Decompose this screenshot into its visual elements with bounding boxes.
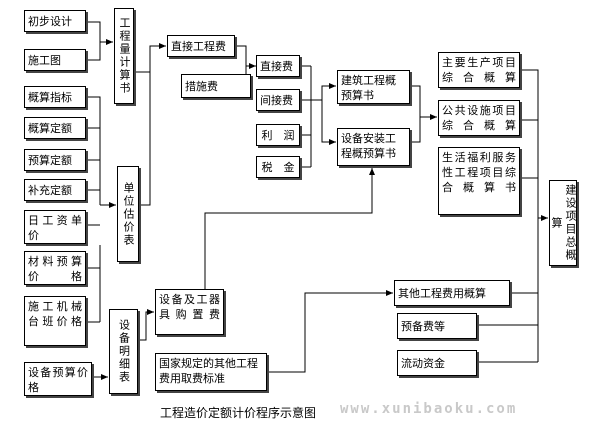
node-direct-cost: 直接费 bbox=[256, 55, 300, 77]
node-label: 税 金 bbox=[261, 160, 295, 174]
node-measures-cost: 措施费 bbox=[181, 74, 251, 98]
node-label: 日工资单价 bbox=[28, 214, 82, 242]
watermark: www.xunibaoku.com bbox=[340, 401, 518, 417]
node-preliminary-design: 初步设计 bbox=[24, 10, 86, 32]
node-label: 设备安装工程概预算书 bbox=[341, 132, 396, 160]
node-tax: 税 金 bbox=[256, 156, 300, 178]
node-equipment-install-budget: 设备安装工程概预算书 bbox=[337, 128, 410, 166]
node-main-production-budget: 主要生产项目综合概算 bbox=[438, 52, 520, 88]
node-label: 预备费等 bbox=[401, 319, 445, 333]
node-public-facility-budget: 公共设施项目综合概算 bbox=[438, 100, 520, 136]
node-label: 概算指标 bbox=[28, 90, 72, 104]
node-profit: 利 润 bbox=[256, 124, 300, 146]
node-label: 概算定额 bbox=[28, 121, 72, 135]
node-label: 措施费 bbox=[185, 79, 218, 93]
node-label: 设备及工器具购置费 bbox=[159, 293, 220, 321]
node-equipment-purchase-cost: 设备及工器具购置费 bbox=[155, 289, 224, 335]
node-label: 预算定额 bbox=[28, 153, 72, 167]
node-label: 利 润 bbox=[261, 128, 295, 142]
node-label: 公共设施项目综合概算 bbox=[442, 104, 516, 132]
node-daily-wage: 日工资单价 bbox=[24, 210, 86, 244]
node-label: 材料预算价格 bbox=[28, 255, 82, 283]
node-budget-indicators: 概算指标 bbox=[24, 86, 86, 108]
node-label: 流动资金 bbox=[401, 356, 445, 370]
node-label: 补充定额 bbox=[28, 183, 72, 197]
node-label: 设备预算价格 bbox=[28, 366, 88, 394]
node-label: 其他工程费用概算 bbox=[398, 286, 486, 300]
node-label: 单位估价表 bbox=[122, 181, 135, 247]
node-label: 施工机械台班价格 bbox=[28, 300, 82, 328]
node-budget-quotas: 概算定额 bbox=[24, 117, 86, 139]
node-label: 主要生产项目综合概算 bbox=[442, 56, 516, 84]
node-other-costs-budget: 其他工程费用概算 bbox=[394, 280, 510, 306]
node-building-works-budget: 建筑工程概预算书 bbox=[337, 70, 410, 104]
node-label: 建设项目总概算 bbox=[550, 184, 577, 262]
node-label: 直接费 bbox=[260, 59, 293, 73]
node-supplementary-quotas: 补充定额 bbox=[24, 179, 86, 201]
node-label: 工程量计算书 bbox=[118, 17, 131, 95]
node-label: 生活福利服务性工程项目综合概算书 bbox=[442, 151, 516, 194]
node-national-fee-standard: 国家规定的其他工程费用取费标准 bbox=[155, 353, 267, 391]
node-label: 设备明细表 bbox=[117, 319, 131, 384]
node-label: 初步设计 bbox=[28, 14, 72, 28]
node-label: 直接工程费 bbox=[171, 39, 226, 53]
node-machine-shift-price: 施工机械台班价格 bbox=[24, 296, 86, 346]
node-material-price: 材料预算价格 bbox=[24, 251, 86, 285]
node-construction-drawing: 施工图 bbox=[24, 49, 86, 71]
node-unit-valuation-table: 单位估价表 bbox=[117, 166, 139, 262]
node-estimate-quotas: 预算定额 bbox=[24, 149, 86, 171]
node-working-capital: 流动资金 bbox=[397, 350, 477, 376]
node-quantity-calc-book: 工程量计算书 bbox=[114, 8, 134, 104]
node-direct-engineering-cost: 直接工程费 bbox=[167, 35, 235, 57]
node-equipment-price: 设备预算价格 bbox=[24, 362, 92, 396]
node-construction-project-budget: 建设项目总概算 bbox=[549, 180, 577, 266]
node-indirect-cost: 间接费 bbox=[256, 89, 300, 111]
node-label: 间接费 bbox=[260, 93, 293, 107]
node-label: 施工图 bbox=[28, 53, 61, 67]
node-label: 建筑工程概预算书 bbox=[341, 74, 396, 102]
node-welfare-budget: 生活福利服务性工程项目综合概算书 bbox=[438, 147, 520, 215]
node-label: 国家规定的其他工程费用取费标准 bbox=[159, 357, 258, 385]
node-equipment-list: 设备明细表 bbox=[109, 309, 138, 394]
node-reserve-fund: 预备费等 bbox=[397, 313, 477, 339]
diagram-caption: 工程造价定额计价程序示意图 bbox=[160, 406, 317, 420]
